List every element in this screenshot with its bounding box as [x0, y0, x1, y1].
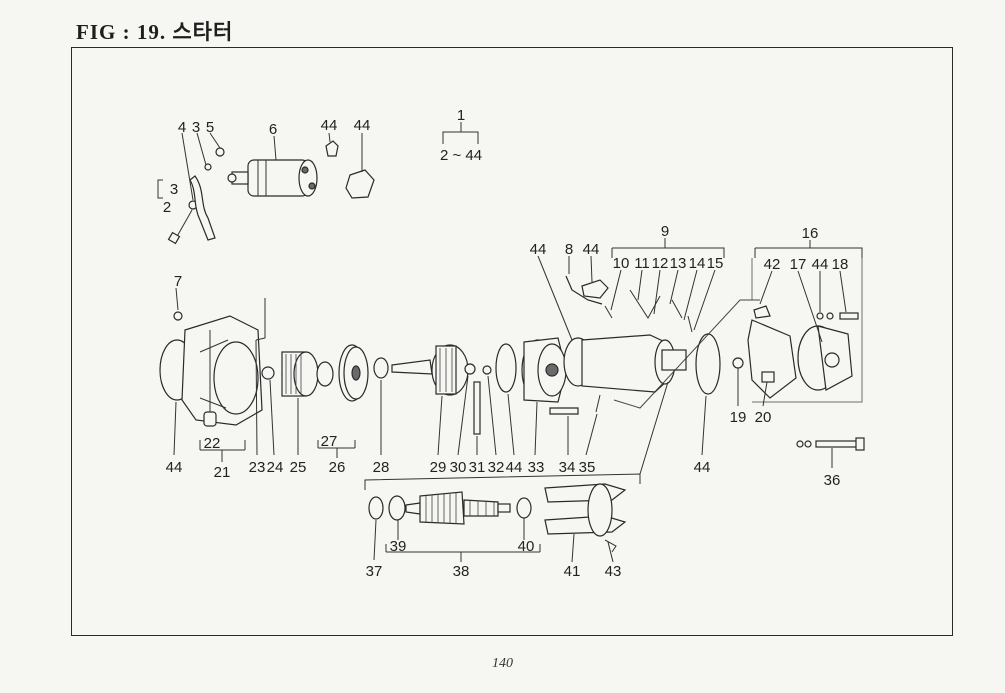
- callout-23: 23: [249, 459, 266, 476]
- callout-21: 21: [214, 464, 231, 481]
- part-bearing-40: [516, 497, 532, 519]
- part-bolt-34: [549, 407, 579, 415]
- callout-44a: 44: [321, 117, 338, 134]
- part-pinion-stopper: [338, 344, 369, 402]
- part-internal-gear: [431, 344, 469, 396]
- callout-37: 37: [366, 563, 383, 580]
- callout-44e: 44: [812, 256, 829, 273]
- callout-17: 17: [790, 256, 807, 273]
- callout-26: 26: [329, 459, 346, 476]
- part-oring-44: [495, 343, 517, 393]
- callout-38: 38: [453, 563, 470, 580]
- figure-title: FIG : 19. 스타터: [76, 20, 234, 44]
- callout-24: 24: [267, 459, 284, 476]
- part-ball-30: [464, 363, 476, 375]
- callout-40: 40: [518, 538, 535, 555]
- callout-33: 33: [528, 459, 545, 476]
- callout-5: 5: [206, 119, 214, 136]
- callout-2-to-44: 2 ~ 44: [440, 147, 482, 164]
- callout-10: 10: [613, 255, 630, 272]
- callout-18: 18: [832, 256, 849, 273]
- callout-44f: 44: [166, 459, 183, 476]
- callout-44c: 44: [530, 241, 547, 258]
- callout-36: 36: [824, 472, 841, 489]
- callout-3a: 3: [192, 119, 200, 136]
- callout-44b: 44: [354, 117, 371, 134]
- part-gear-housing: [521, 337, 567, 403]
- callout-9: 9: [661, 223, 669, 240]
- part-pin-31: [473, 381, 481, 435]
- part-pinion-gear: [281, 351, 334, 397]
- callout-22: 22: [204, 435, 221, 452]
- callout-44h: 44: [694, 459, 711, 476]
- part-washer-37: [368, 496, 384, 520]
- callout-35: 35: [579, 459, 596, 476]
- part-screw-35: [595, 394, 601, 413]
- callout-42: 42: [764, 256, 781, 273]
- callout-2: 2: [163, 199, 171, 216]
- part-solenoid-bracket-group: [157, 147, 225, 245]
- part-washer-32: [482, 365, 492, 375]
- leader-lines: [173, 122, 863, 563]
- callout-labels: 1 2 ~ 44 4 3 5 3 2 6 44 44 7 8 44 44 9 1…: [163, 107, 849, 580]
- callout-44g: 44: [506, 459, 523, 476]
- callout-32: 32: [488, 459, 505, 476]
- part-field-coil: [544, 483, 627, 553]
- part-drive-housing: [159, 298, 266, 427]
- part-brush-holder: [732, 305, 797, 399]
- callout-13: 13: [670, 255, 687, 272]
- callout-16: 16: [802, 225, 819, 242]
- parts-drawing: [157, 140, 865, 553]
- callout-41: 41: [564, 563, 581, 580]
- callout-43: 43: [605, 563, 622, 580]
- part-end-frame: [797, 312, 859, 391]
- callout-29: 29: [430, 459, 447, 476]
- part-shaft: [391, 359, 433, 375]
- callout-4: 4: [178, 119, 186, 136]
- callout-30: 30: [450, 459, 467, 476]
- diagram-frame: [71, 47, 953, 636]
- callout-3b: 3: [170, 181, 178, 198]
- callout-25: 25: [290, 459, 307, 476]
- callout-11: 11: [634, 255, 650, 272]
- callout-15: 15: [707, 255, 724, 272]
- callout-20: 20: [755, 409, 772, 426]
- callout-19: 19: [730, 409, 747, 426]
- callout-14: 14: [689, 255, 706, 272]
- part-terminal-boot: [345, 169, 375, 199]
- part-solenoid-switch: [227, 159, 318, 197]
- part-through-bolt: [796, 437, 865, 451]
- callout-31: 31: [469, 459, 486, 476]
- callout-39: 39: [390, 538, 407, 555]
- page-number: 140: [492, 656, 513, 671]
- callout-7: 7: [174, 273, 182, 290]
- part-armature: [405, 491, 511, 525]
- callout-12: 12: [652, 255, 669, 272]
- callout-34: 34: [559, 459, 576, 476]
- callout-6: 6: [269, 121, 277, 138]
- callout-44d: 44: [583, 241, 600, 258]
- part-grommet: [581, 279, 609, 299]
- part-bearing-39: [388, 495, 406, 521]
- callout-8: 8: [565, 241, 573, 258]
- callout-28: 28: [373, 459, 390, 476]
- part-cap-small: [325, 140, 339, 157]
- callout-1: 1: [457, 107, 465, 124]
- part-snap-ring: [261, 366, 275, 380]
- part-washer-28: [373, 357, 389, 379]
- part-terminal-kit-lines: [604, 289, 693, 333]
- callout-27: 27: [321, 433, 338, 450]
